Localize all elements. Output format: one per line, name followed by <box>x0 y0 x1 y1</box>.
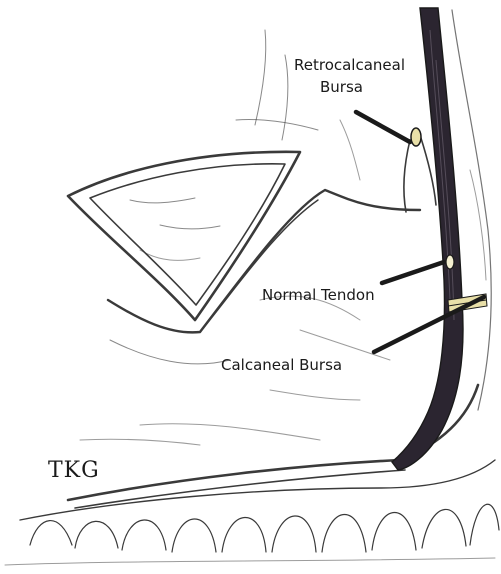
fat-pad <box>75 521 118 548</box>
sketch-line <box>282 55 288 140</box>
label-normal-tendon: Normal Tendon <box>262 286 375 304</box>
sketch-line <box>236 119 318 130</box>
talus-sketch <box>140 250 200 260</box>
leader-calcaneal-bursa <box>374 297 484 352</box>
label-retrocalcaneal-bursa-line1: Retrocalcaneal <box>294 56 405 74</box>
fat-pad <box>372 512 416 550</box>
retro-pocket <box>404 135 436 212</box>
fat-pad <box>470 504 499 545</box>
calcaneus-top <box>108 190 420 332</box>
fat-pad <box>322 514 366 552</box>
leader-normal-tendon <box>382 262 444 283</box>
achilles-tendon <box>392 8 463 470</box>
sketch-line <box>340 120 360 180</box>
label-calcaneal-bursa: Calcaneal Bursa <box>221 356 342 374</box>
bottom-edge <box>5 558 495 565</box>
calcaneus-top-inner <box>200 200 318 332</box>
fat-pad <box>422 509 466 548</box>
normal-tendon-marker <box>446 255 454 269</box>
calcaneus-sketch <box>140 424 320 440</box>
calcaneus-sketch <box>110 340 230 364</box>
calcaneus-sketch <box>80 439 200 445</box>
fat-pad <box>30 521 72 545</box>
fat-pad <box>272 516 316 552</box>
talus-sketch <box>130 198 195 203</box>
fat-pad <box>172 519 216 552</box>
talus-inner <box>90 164 285 305</box>
sketch-line <box>255 30 266 125</box>
fat-pad <box>222 517 266 552</box>
leader-retrocalcaneal <box>356 112 410 142</box>
retrocalcaneal-bursa-marker <box>411 128 421 146</box>
heel-skin-outline <box>470 170 486 280</box>
fat-pad <box>122 520 166 550</box>
talus-sketch <box>160 225 220 229</box>
calcaneus-sketch <box>270 390 360 400</box>
label-retrocalcaneal-bursa-line2: Bursa <box>320 78 363 96</box>
artist-signature: TKG <box>48 458 100 483</box>
